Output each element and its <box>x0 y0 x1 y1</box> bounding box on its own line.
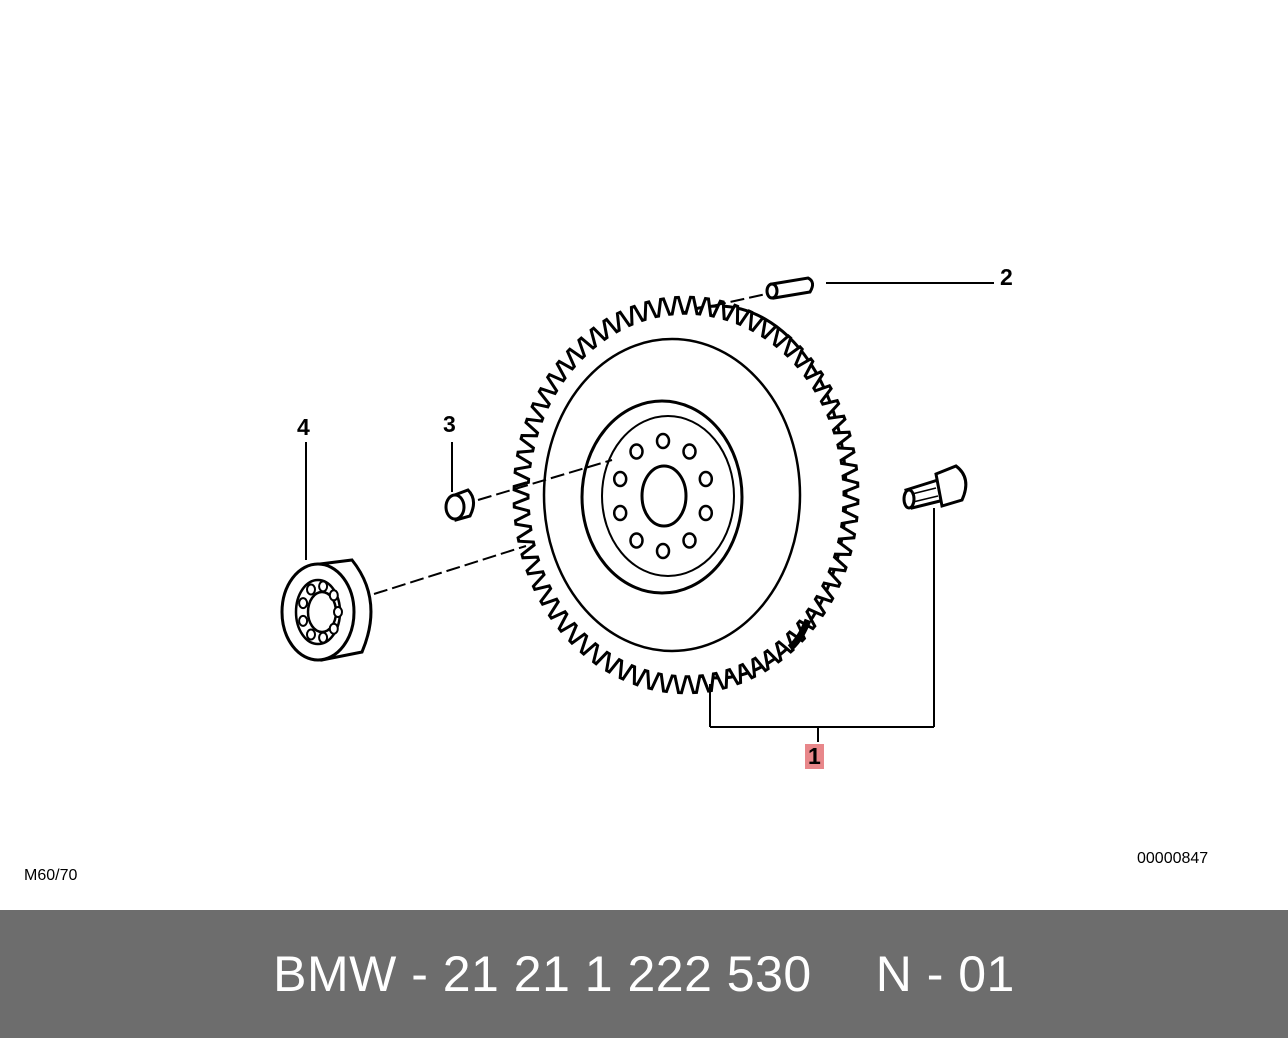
dowel-pin-drawing <box>711 276 994 307</box>
part-number-label: BMW - 21 21 1 222 530 <box>273 946 812 1002</box>
callout-1-highlighted[interactable]: 1 <box>805 744 824 769</box>
bushing-drawing <box>444 442 613 522</box>
bolt-hole <box>612 504 628 522</box>
bearing-ball <box>298 614 309 627</box>
callout-3: 3 <box>443 411 456 437</box>
bearing-ball <box>306 583 316 596</box>
model-code: M60/70 <box>24 867 78 884</box>
bolt-hole <box>655 432 671 450</box>
flywheel-drawing <box>512 295 860 695</box>
bearing-ball <box>306 628 316 641</box>
bearing-ball <box>328 589 339 602</box>
bolt-hole <box>629 443 644 460</box>
callout-4: 4 <box>297 414 310 440</box>
bearing-ball <box>318 580 329 593</box>
flywheel-bolt-holes <box>612 432 714 560</box>
diagram-number: 00000847 <box>1137 850 1209 867</box>
bolt-hole <box>612 470 628 488</box>
bearing-ball <box>328 622 339 635</box>
bearing-ball <box>318 631 329 644</box>
callout-2: 2 <box>1000 264 1013 290</box>
bolt-hole <box>682 532 697 549</box>
parts-diagram <box>280 276 994 742</box>
bolt-hole <box>698 504 714 522</box>
bearing-balls <box>298 580 343 644</box>
bolt-drawing <box>902 464 968 510</box>
part-number-footer: BMW - 21 21 1 222 530 N - 01 <box>0 910 1288 1038</box>
bolt-hole <box>698 470 714 488</box>
bearing-drawing <box>280 442 527 662</box>
callout-bracket-1 <box>709 508 935 742</box>
revision-label: N - 01 <box>875 946 1015 1002</box>
bearing-ball <box>333 606 343 618</box>
bolt-hole <box>629 532 644 549</box>
bolt-hole <box>655 542 671 560</box>
bolt-hole <box>682 443 697 460</box>
bearing-ball <box>298 597 309 610</box>
